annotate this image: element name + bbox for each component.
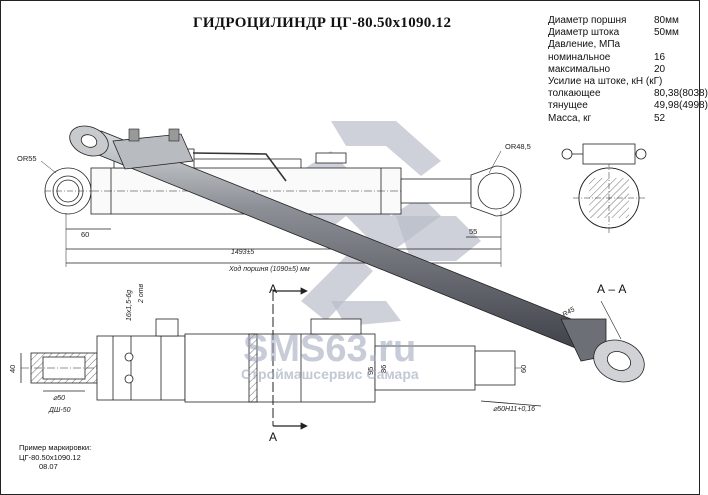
spec-label: Усилие на штоке, кН (кГ)	[548, 75, 663, 87]
watermark-text: SMS63.ru	[243, 328, 416, 370]
dim-2holes: 2 отв	[138, 283, 145, 304]
dim-60: 60	[81, 230, 89, 239]
marking-example-date: 08.07	[39, 462, 58, 471]
spec-value: 49,98(4998)	[654, 100, 708, 112]
spec-value: 16	[654, 51, 666, 63]
dim-95: 95	[366, 367, 375, 375]
dim-1493: 1493±5	[231, 249, 254, 256]
bottom-view	[20, 287, 542, 430]
section-label-a-bottom: А	[269, 430, 277, 444]
spec-value: 50мм	[654, 27, 679, 39]
spec-label: номинальное	[548, 51, 611, 63]
dim-86: 86	[379, 365, 388, 373]
spec-value: 80мм	[654, 15, 679, 26]
cylinder-3d-view	[69, 125, 645, 383]
spec-row: толкающее 80,38(8038)	[548, 88, 708, 100]
spec-row: номинальное 16	[548, 52, 696, 64]
spec-value: 20	[654, 63, 666, 75]
spec-row: Масса, кг 52	[548, 113, 696, 125]
section-label-a-top: А	[269, 282, 277, 296]
spec-row: Диаметр штока 50мм	[548, 27, 696, 39]
dim-thread: 16х1,5-6g	[126, 290, 133, 321]
spec-label: толкающее	[548, 88, 601, 100]
dim-r55: OR55	[17, 154, 37, 163]
dim-dsh50: ДШ-50	[48, 407, 71, 414]
spec-row: Усилие на штоке, кН (кГ)	[548, 76, 696, 88]
spec-label: максимально	[548, 63, 611, 75]
spec-label: Диаметр штока	[548, 27, 620, 39]
watermark-subtext: Строймашсервис Самара	[241, 366, 419, 382]
spec-row: тянущее 49,98(4998)	[548, 100, 708, 112]
dim-40: 40	[8, 365, 17, 373]
dim-bore: ⌀50Н11+0,16	[493, 406, 535, 413]
spec-row: Диаметр поршня 80мм	[548, 15, 696, 27]
marking-example-code: ЦГ-80.50х1090.12	[19, 452, 81, 462]
spec-label: тянущее	[548, 100, 588, 112]
dim-d50: ⌀50	[53, 395, 65, 402]
section-view	[561, 143, 647, 235]
dim-r45: R45	[562, 306, 577, 319]
specs-table: Диаметр поршня 80мм Диаметр штока 50мм Дав…	[548, 15, 708, 125]
dim-55: 55	[469, 227, 477, 236]
spec-label: Масса, кг	[548, 112, 592, 124]
spec-value: 52	[654, 112, 666, 124]
dim-stroke: Ход поршня (1090±5) мм	[228, 265, 310, 273]
spec-label: Диаметр поршня	[548, 15, 627, 26]
drawing-title: ГИДРОЦИЛИНДР ЦГ-80.50х1090.12	[193, 15, 452, 31]
spec-value: 80,38(8038)	[654, 88, 708, 100]
spec-row: Давление, МПа	[548, 39, 696, 51]
spec-label: Давление, МПа	[548, 39, 621, 51]
marking-example: Пример маркировки: ЦГ-80.50х1090.12 08.0…	[19, 443, 91, 472]
dim-v60: 60	[519, 365, 528, 373]
dim-r48: OR48,5	[505, 142, 531, 151]
spec-row: максимально 20	[548, 64, 696, 76]
marking-example-label: Пример маркировки:	[19, 443, 92, 452]
section-label-aa: А – А	[597, 282, 626, 296]
